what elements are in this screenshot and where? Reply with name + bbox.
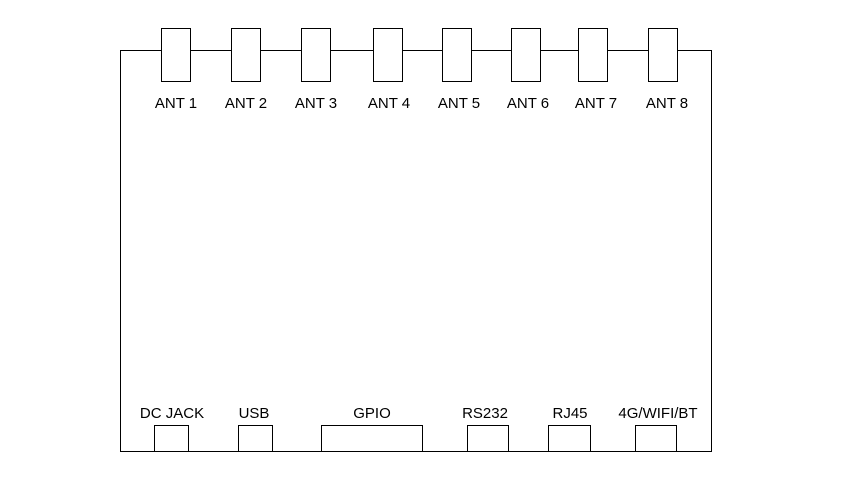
- port-connector-rj45: [548, 425, 591, 452]
- antenna-label-3: ANT 3: [295, 95, 337, 112]
- port-connector-rs232: [467, 425, 509, 452]
- antenna-connector-7: [578, 28, 608, 82]
- antenna-label-5: ANT 5: [438, 95, 480, 112]
- antenna-connector-5: [442, 28, 472, 82]
- port-label-4g-wifi-bt: 4G/WIFI/BT: [618, 405, 697, 422]
- port-group: DC JACK USB GPIO RS232 RJ45 4G/WIFI/BT: [140, 405, 698, 452]
- antenna-connector-3: [301, 28, 331, 82]
- antenna-connector-4: [373, 28, 403, 82]
- port-label-gpio: GPIO: [353, 405, 391, 422]
- antenna-label-8: ANT 8: [646, 95, 688, 112]
- port-connector-4g-wifi-bt: [635, 425, 677, 452]
- antenna-connector-1: [161, 28, 191, 82]
- port-label-rs232: RS232: [462, 405, 508, 422]
- antenna-label-1: ANT 1: [155, 95, 197, 112]
- antenna-group: ANT 1 ANT 2 ANT 3 ANT 4 ANT 5 ANT 6 ANT …: [155, 28, 688, 112]
- port-label-rj45: RJ45: [552, 405, 587, 422]
- antenna-label-7: ANT 7: [575, 95, 617, 112]
- port-label-dc-jack: DC JACK: [140, 405, 204, 422]
- port-label-usb: USB: [239, 405, 270, 422]
- port-connector-dc-jack: [154, 425, 189, 452]
- board-outline: [120, 50, 712, 452]
- antenna-connector-8: [648, 28, 678, 82]
- antenna-label-6: ANT 6: [507, 95, 549, 112]
- antenna-label-4: ANT 4: [368, 95, 410, 112]
- antenna-connector-6: [511, 28, 541, 82]
- port-connector-gpio: [321, 425, 423, 452]
- antenna-connector-2: [231, 28, 261, 82]
- port-connector-usb: [238, 425, 273, 452]
- antenna-label-2: ANT 2: [225, 95, 267, 112]
